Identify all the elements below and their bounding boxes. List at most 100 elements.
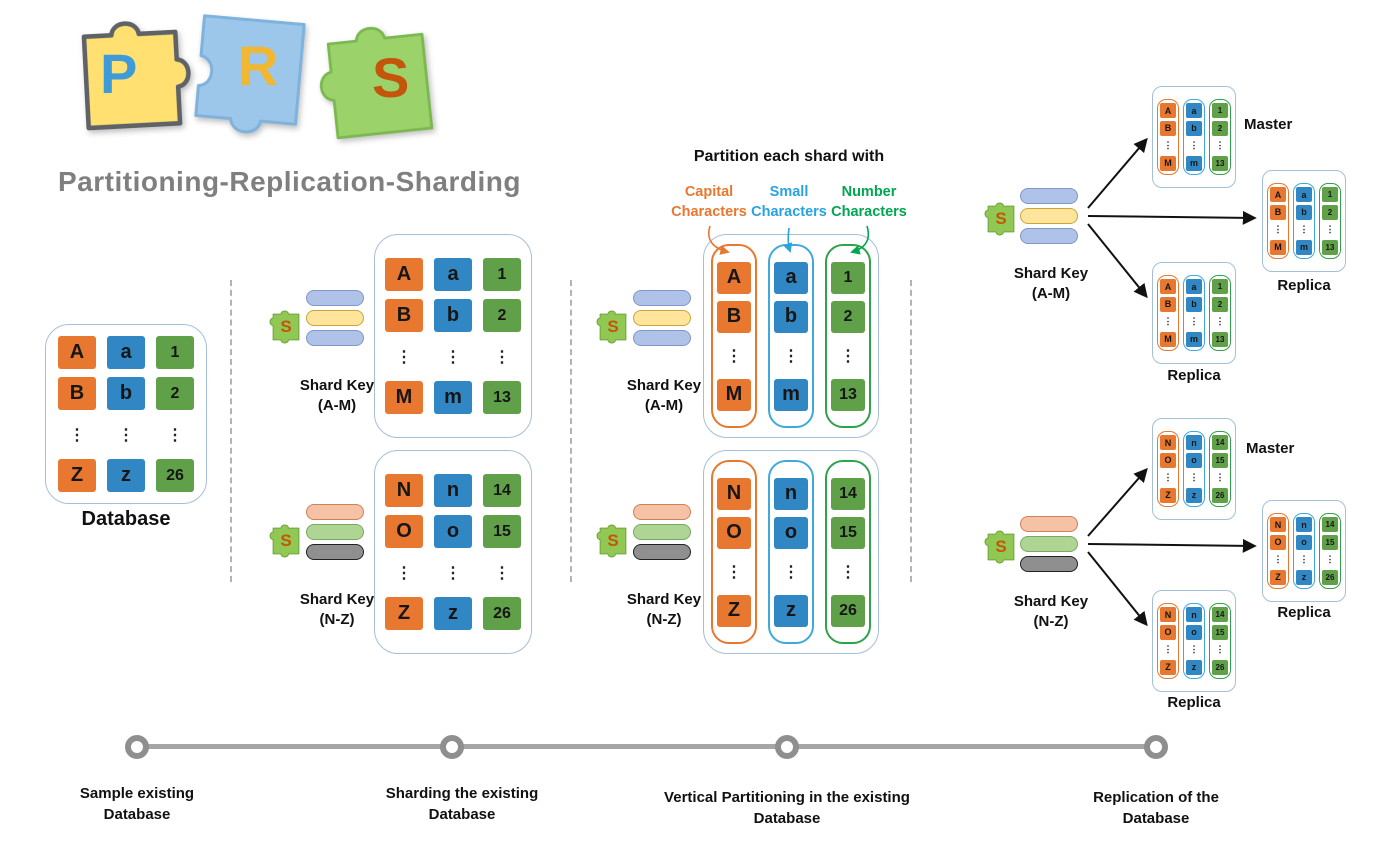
db-cell: A [58, 336, 96, 369]
shard-key-label-am: Shard Key (A-M) [626, 377, 702, 414]
mini-number-column: 14 15 ⋮ 26 [1209, 603, 1231, 679]
shard-key-bar [1020, 536, 1078, 552]
grid-cell: 2 [831, 300, 865, 333]
timeline-node [775, 735, 799, 759]
puzzle-piece-p-icon [65, 13, 200, 148]
mini-capital-column: N O ⋮ Z [1157, 603, 1179, 679]
mini-cell: O [1160, 624, 1176, 640]
shard-s-puzzle-icon: S [983, 198, 1019, 240]
logo-letter-r: R [238, 34, 279, 97]
mini-capital-column: A B ⋮ M [1157, 99, 1179, 175]
partition-box-nz: N O ⋮ Z n o ⋮ z 14 15 ⋮ 26 [703, 450, 879, 654]
grid-cell: 13 [483, 381, 521, 414]
grid-cell: B [717, 300, 751, 333]
replica-grid-nz-2: N O ⋮ Z n o ⋮ z 14 15 ⋮ 26 [1152, 590, 1236, 692]
replication-arrow-am-replica2 [1087, 223, 1148, 299]
mini-capital-column: A B ⋮ M [1157, 275, 1179, 351]
mini-small-column: a b ⋮ m [1293, 183, 1315, 259]
grid-cell-dots: ⋮ [494, 564, 510, 582]
mini-small-column: n o ⋮ z [1183, 431, 1205, 507]
master-label: Master [1246, 440, 1295, 457]
mini-cell: 14 [1322, 517, 1338, 533]
grid-cell: z [434, 597, 472, 630]
db-cell: Z [58, 459, 96, 492]
capital-column: A B ⋮ M [711, 244, 757, 428]
mini-cell: Z [1270, 569, 1286, 585]
mini-capital-column: N O ⋮ Z [1267, 513, 1289, 589]
mini-cell: 1 [1212, 279, 1228, 295]
grid-cell: 13 [831, 378, 865, 411]
grid-cell: o [434, 515, 472, 548]
shard-key-bar [306, 504, 364, 520]
db-cell-dots: ⋮ [118, 426, 134, 444]
mini-cell-dots: ⋮ [1215, 472, 1225, 483]
shard-key-bar [1020, 516, 1078, 532]
mini-small-column: n o ⋮ z [1293, 513, 1315, 589]
mini-cell: Z [1160, 487, 1176, 503]
mini-capital-column: N O ⋮ Z [1157, 431, 1179, 507]
mini-cell: 14 [1212, 607, 1228, 623]
capital-column: N O ⋮ Z [711, 460, 757, 644]
grid-cell: n [434, 474, 472, 507]
mini-cell: A [1160, 103, 1176, 119]
mini-cell: B [1160, 296, 1176, 312]
mini-cell: a [1186, 279, 1202, 295]
mini-cell: Z [1160, 659, 1176, 675]
grid-cell: 14 [483, 474, 521, 507]
shard-s-puzzle-icon: S [595, 306, 631, 348]
mini-cell-dots: ⋮ [1189, 140, 1199, 151]
mini-cell-dots: ⋮ [1273, 224, 1283, 235]
grid-cell: Z [717, 594, 751, 627]
mini-cell: m [1186, 155, 1202, 171]
grid-cell-dots: ⋮ [726, 347, 742, 365]
number-characters-label: Number Characters [831, 184, 907, 220]
shard-key-label-am: Shard Key (A-M) [1013, 265, 1089, 302]
grid-cell: 26 [831, 594, 865, 627]
mini-cell: m [1186, 331, 1202, 347]
mini-cell-dots: ⋮ [1163, 472, 1173, 483]
mini-cell-dots: ⋮ [1299, 554, 1309, 565]
logo: P R S Partitioning-Replication-Sharding [58, 4, 520, 214]
shard-key-label-am: Shard Key (A-M) [299, 377, 375, 414]
mini-number-column: 14 15 ⋮ 26 [1209, 431, 1231, 507]
shard-key-label-nz: Shard Key (N-Z) [1013, 593, 1089, 630]
grid-cell-dots: ⋮ [840, 563, 856, 581]
shard-key-label-nz: Shard Key (N-Z) [626, 591, 702, 628]
mini-cell: z [1296, 569, 1312, 585]
db-cell: 1 [156, 336, 194, 369]
grid-cell: 26 [483, 597, 521, 630]
shard-s-letter: S [995, 209, 1007, 228]
grid-cell: 1 [483, 258, 521, 291]
replica-grid-am-2: A B ⋮ M a b ⋮ m 1 2 ⋮ 13 [1152, 262, 1236, 364]
shard-s-letter: S [280, 531, 292, 550]
grid-cell: O [717, 516, 751, 549]
mini-number-column: 1 2 ⋮ 13 [1209, 275, 1231, 351]
master-label: Master [1244, 116, 1293, 133]
timeline-node [440, 735, 464, 759]
master-grid-nz: N O ⋮ Z n o ⋮ z 14 15 ⋮ 26 [1152, 418, 1236, 520]
shard-s-puzzle-icon: S [983, 526, 1019, 568]
replication-arrow-nz-master [1087, 467, 1148, 537]
mini-cell: n [1296, 517, 1312, 533]
mini-cell: 2 [1322, 204, 1338, 220]
shard-grid-nz: N n 14 O o 15 ⋮ ⋮ ⋮ Z z 26 [385, 474, 521, 630]
mini-number-column: 14 15 ⋮ 26 [1319, 513, 1341, 589]
mini-cell-dots: ⋮ [1163, 316, 1173, 327]
timeline-node [125, 735, 149, 759]
mini-cell: o [1296, 534, 1312, 550]
mini-cell: M [1270, 239, 1286, 255]
grid-cell: 2 [483, 299, 521, 332]
partition-box-am: A B ⋮ M a b ⋮ m 1 2 ⋮ 13 [703, 234, 879, 438]
grid-cell: M [385, 381, 423, 414]
section-divider [570, 280, 572, 582]
mini-cell: a [1186, 103, 1202, 119]
shard-key-icon-am [306, 290, 364, 346]
replica-grid-am-1: A B ⋮ M a b ⋮ m 1 2 ⋮ 13 [1262, 170, 1346, 272]
database-label: Database [81, 508, 171, 530]
replica-label: Replica [1277, 604, 1331, 621]
grid-cell-dots: ⋮ [494, 348, 510, 366]
shard-key-bar [1020, 556, 1078, 572]
mini-cell-dots: ⋮ [1325, 554, 1335, 565]
shard-s-puzzle-icon: S [595, 520, 631, 562]
mini-cell: 15 [1212, 624, 1228, 640]
